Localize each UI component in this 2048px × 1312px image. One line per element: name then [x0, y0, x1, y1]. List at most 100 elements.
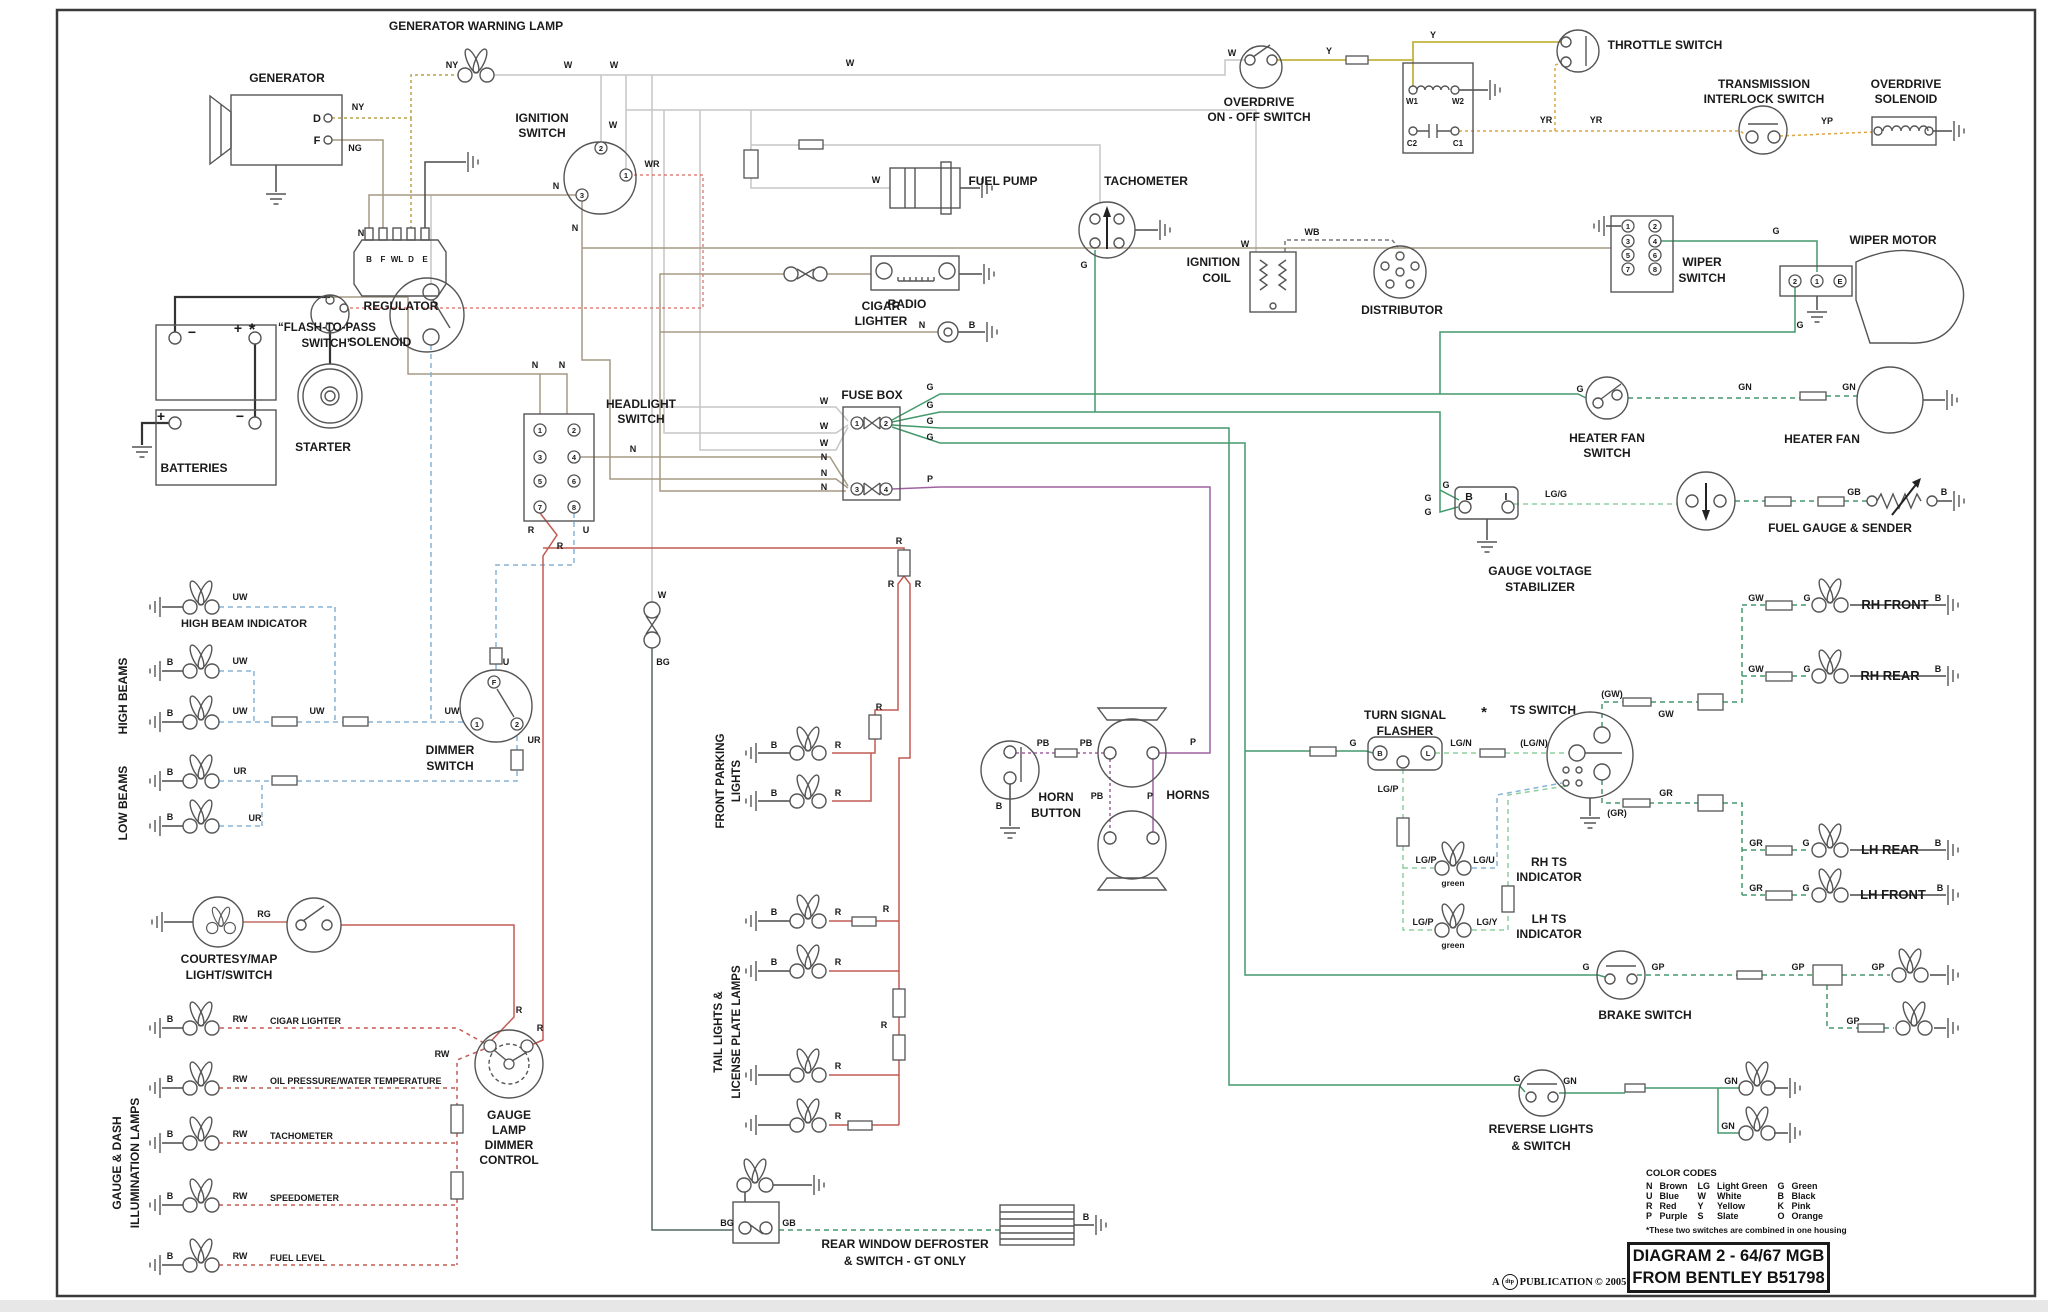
flash-to-pass-label-2: SWITCH” — [301, 338, 352, 350]
color-code-name: Green — [1791, 1181, 1818, 1191]
throttle-switch — [1556, 29, 1600, 73]
horn-button-label-2: BUTTON — [1031, 806, 1081, 820]
wire-pb-3: PB — [1091, 791, 1104, 801]
wire-w-pump: W — [872, 175, 881, 185]
overdrive-relay — [1402, 62, 1474, 154]
wire-w-4: W — [846, 58, 855, 68]
wire-b-g3: B — [167, 1129, 174, 1139]
fuel-pump — [889, 161, 961, 215]
defroster-element — [999, 1204, 1075, 1246]
dimmer-term-2: 2 — [515, 720, 519, 729]
wire-p-f: P — [927, 474, 933, 484]
wires-ny — [332, 74, 458, 228]
wire-rw-g2: RW — [233, 1074, 248, 1084]
interlock-label-1: TRANSMISSION — [1718, 77, 1810, 91]
wire-b-t3r: B — [1935, 838, 1942, 848]
od-solenoid-label-2: SOLENOID — [1875, 92, 1938, 106]
dimmer-term-1: 1 — [475, 720, 479, 729]
generator-label: GENERATOR — [249, 71, 325, 85]
wire-n-lighter: N — [919, 320, 926, 330]
transmission-interlock-switch — [1738, 105, 1788, 155]
fuse-term-4: 4 — [884, 485, 889, 494]
fuse-box-label: FUSE BOX — [841, 388, 902, 402]
wire-b-t2r: B — [1935, 664, 1942, 674]
wire-b-g1: B — [167, 1014, 174, 1024]
wire-pb-2: PB — [1080, 738, 1093, 748]
wire-g-flasher: G — [1349, 738, 1356, 748]
flash-to-pass-star: * — [249, 320, 256, 339]
wire-r-bus: R — [881, 1020, 888, 1030]
wire-n-1: N — [553, 181, 560, 191]
wire-pb-1: PB — [1037, 738, 1050, 748]
ignition-term-3: 3 — [580, 191, 584, 200]
wires-blue — [219, 345, 1563, 869]
wire-gr-3: GR — [1749, 838, 1763, 848]
wire-w-coil: W — [1241, 239, 1250, 249]
wire-gw-4: GW — [1748, 664, 1764, 674]
front-parking-label-1: FRONT PARKING — [715, 733, 727, 828]
gauge-lamp-dimmer-label-1: GAUGE — [487, 1108, 531, 1122]
rh-ts-indicator-label-2: INDICATOR — [1516, 870, 1582, 884]
wire-lgp-1: LG/P — [1377, 784, 1398, 794]
wiper-plate-term-2: 2 — [1793, 277, 1797, 286]
wire-b-sender: B — [1941, 487, 1948, 497]
wire-b-horn: B — [996, 801, 1003, 811]
wire-b-defrost: B — [1083, 1212, 1090, 1222]
green-note-rh: green — [1441, 878, 1464, 888]
dimmer-term-f: F — [492, 678, 497, 687]
courtesy-map-light — [192, 896, 342, 953]
wire-b-g2: B — [167, 1074, 174, 1084]
wire-lgp-3: LG/P — [1412, 917, 1433, 927]
row-fuel-level: FUEL LEVEL — [270, 1253, 325, 1263]
od-solenoid-label-1: OVERDRIVE — [1871, 77, 1942, 91]
page-border — [55, 8, 2037, 1298]
gauge-voltage-stabilizer — [1454, 486, 1519, 520]
battery2-minus: − — [236, 408, 244, 424]
color-code-abbrev: G — [1777, 1181, 1785, 1191]
wire-b-g5: B — [167, 1251, 174, 1261]
courtesy-map-label-1: COURTESY/MAP — [181, 952, 278, 966]
color-code-name: White — [1717, 1191, 1742, 1201]
gauge-lamp-dimmer-label-4: CONTROL — [479, 1153, 538, 1167]
wire-gn-2: GN — [1842, 382, 1856, 392]
wire-rw-g4: RW — [233, 1191, 248, 1201]
color-code-abbrev: B — [1777, 1191, 1785, 1201]
wires-white — [430, 59, 1257, 602]
stabilizer-term-b: B — [1465, 491, 1473, 503]
wire-ny-1: NY — [446, 60, 459, 70]
wire-u-2: U — [503, 657, 510, 667]
headlight-term-5: 5 — [538, 477, 542, 486]
wires-yellow — [1277, 41, 1873, 137]
wiper-term-6: 6 — [1653, 251, 1657, 260]
headlight-switch-label-1: HEADLIGHT — [606, 397, 677, 411]
distributor-label: DISTRIBUTOR — [1361, 303, 1443, 317]
wiper-term-3: 3 — [1626, 237, 1630, 246]
ignition-term-1: 1 — [624, 171, 628, 180]
defroster-connector — [643, 601, 661, 649]
wiper-term-8: 8 — [1653, 265, 1657, 274]
lh-rear-label: LH REAR — [1861, 842, 1919, 857]
ignition-coil — [1249, 251, 1297, 313]
regulator-term-f: F — [381, 255, 386, 264]
wire-g-t3: G — [1802, 838, 1809, 848]
turn-signal-flasher — [1367, 736, 1443, 771]
wire-g-st1: G — [1442, 480, 1449, 490]
wires-wr — [348, 174, 704, 309]
wire-g-f3: G — [926, 416, 933, 426]
color-code-name: Slate — [1717, 1211, 1739, 1221]
wire-w-1: W — [564, 60, 573, 70]
wire-u-1: U — [583, 525, 590, 535]
cigar-lighter — [937, 321, 959, 343]
color-code-abbrev: R — [1646, 1201, 1653, 1211]
wire-r-3: R — [516, 1005, 523, 1015]
wiper-term-4: 4 — [1653, 237, 1658, 246]
battery1-plus: + — [234, 320, 242, 336]
reverse-label-1: REVERSE LIGHTS — [1489, 1122, 1594, 1136]
wire-r-p3: R — [915, 579, 922, 589]
overdrive-on-off-switch — [1239, 44, 1283, 89]
tail-lights-label-1: TAIL LIGHTS & — [713, 991, 725, 1072]
wires-red — [341, 512, 911, 1126]
